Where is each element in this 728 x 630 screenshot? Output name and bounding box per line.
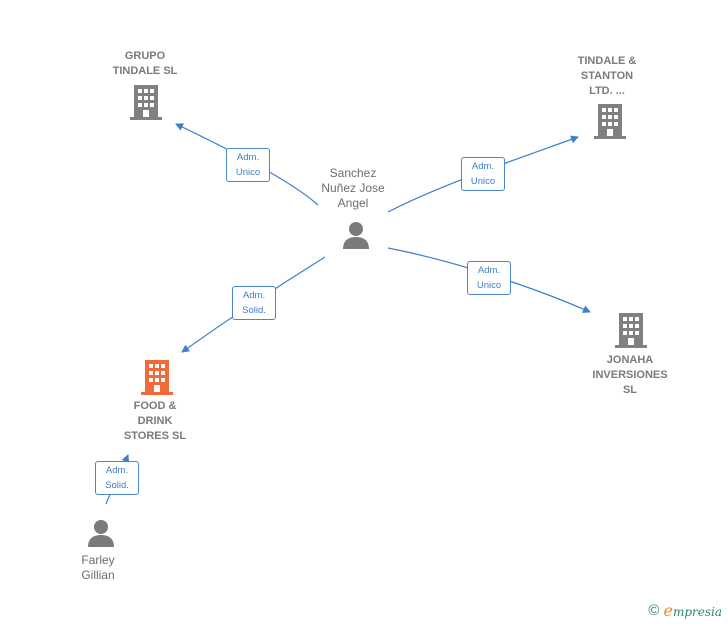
role-badge[interactable]: Adm. Unico <box>226 148 270 182</box>
node-label-sanchez: Sanchez Nuñez Jose Angel <box>321 166 385 210</box>
copyright-icon: © <box>648 602 660 619</box>
brand-logo[interactable]: empresia <box>663 601 722 620</box>
role-badge[interactable]: Adm. Solid. <box>232 286 276 320</box>
person-icon[interactable] <box>341 220 371 255</box>
role-badge-line: Unico <box>470 176 496 187</box>
person-icon[interactable] <box>86 518 116 553</box>
role-badge-line: Adm. <box>105 465 129 476</box>
node-label-farley: Farley Gillian <box>81 553 115 582</box>
building-icon[interactable] <box>615 313 647 353</box>
node-label-jonaha: JONAHA INVERSIONES SL <box>592 354 668 396</box>
node-label-grupo-tindale: GRUPO TINDALE SL <box>112 50 178 77</box>
node-label-tindale-stanton: TINDALE & STANTON LTD. ... <box>577 55 637 97</box>
role-badge-line: Adm. <box>477 265 501 276</box>
role-badge-line: Adm. <box>471 161 495 172</box>
role-badge[interactable]: Adm. Unico <box>467 261 511 295</box>
footer-brand: © empresia <box>648 601 722 620</box>
role-badge-line: Unico <box>476 280 502 291</box>
role-badge-line: Solid. <box>242 305 266 316</box>
building-icon[interactable] <box>594 104 626 144</box>
role-badge-line: Solid. <box>105 480 129 491</box>
role-badge-line: Adm. <box>242 290 266 301</box>
role-badge[interactable]: Adm. Unico <box>461 157 505 191</box>
building-icon[interactable] <box>141 360 173 400</box>
role-badge[interactable]: Adm. Solid. <box>95 461 139 495</box>
role-badge-line: Adm. <box>236 152 260 163</box>
node-label-food-drink: FOOD & DRINK STORES SL <box>123 400 187 442</box>
building-icon[interactable] <box>130 85 162 125</box>
role-badge-line: Unico <box>235 167 261 178</box>
brand-logo-initial: e <box>663 601 673 620</box>
brand-logo-text: mpresia <box>672 605 722 619</box>
